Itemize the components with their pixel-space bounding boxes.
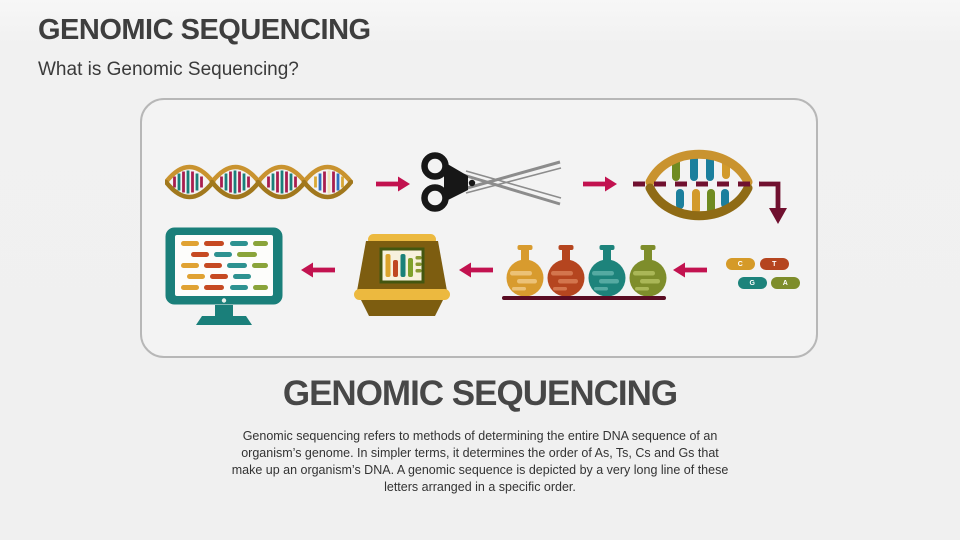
arrow-right-icon [376, 176, 410, 192]
flask-teal-icon [588, 245, 626, 297]
pill-label-a: A [782, 279, 789, 287]
pill-label-g: G [749, 279, 756, 287]
flask-amber-icon [506, 245, 544, 297]
flask-olive-icon [629, 245, 667, 297]
flasks-group [502, 245, 667, 300]
description-paragraph: Genomic sequencing refers to methods of … [231, 429, 729, 494]
nucleotide-pill-g: G [738, 277, 767, 289]
flask-shelf-line [502, 296, 666, 300]
flask-brick-icon [547, 245, 585, 297]
arrow-left-icon [459, 262, 493, 278]
nucleotide-pills-group: C T G A [724, 258, 804, 290]
cut-dna-icon [645, 149, 753, 221]
slide-subtitle: What is Genomic Sequencing? [38, 59, 299, 80]
nucleotide-pill-t: T [760, 258, 789, 270]
scissors-icon [421, 152, 562, 212]
monitor-readout-icon [165, 227, 283, 325]
pill-label-t: T [772, 260, 777, 268]
corner-arrow-down-icon [633, 181, 787, 224]
arrow-left-icon [301, 262, 335, 278]
nucleotide-pill-a: A [771, 277, 800, 289]
nucleotide-pill-c: C [726, 258, 755, 270]
pill-label-c: C [737, 260, 744, 268]
arrow-left-icon [673, 262, 707, 278]
section-heading: GENOMIC SEQUENCING [282, 374, 678, 413]
dna-helix-icon [165, 164, 353, 200]
arrow-right-icon [583, 176, 617, 192]
slide-title: GENOMIC SEQUENCING [38, 14, 371, 46]
diagram-panel: C T G A [140, 98, 818, 358]
sequencer-machine-icon [354, 234, 450, 316]
